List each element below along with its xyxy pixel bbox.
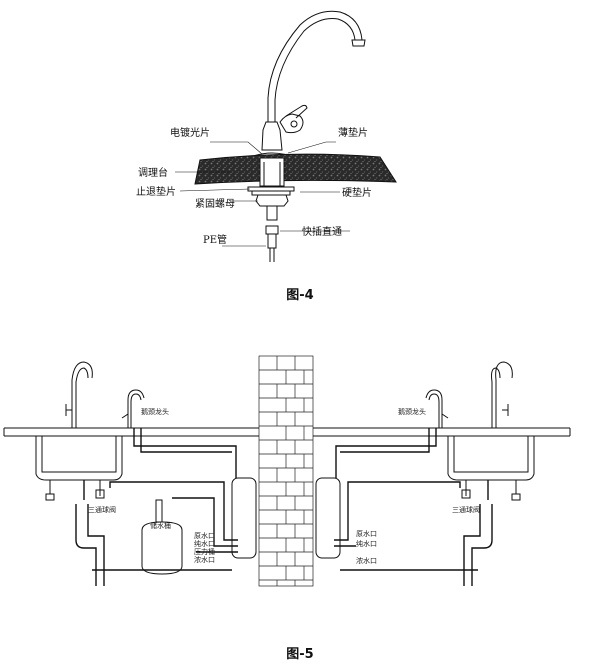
countertop [194, 153, 397, 185]
left-valve-label: 三通球阀 [88, 505, 116, 514]
figure-5: 鹅颈龙头 三通球阀 储水桶 原水口 纯水口 压力桶 浓水口 鹅颈龙头 三通球阀 … [3, 355, 571, 662]
label-quick-connector: 快插直通 [302, 225, 342, 238]
right-gooseneck-faucet [425, 389, 443, 428]
left-port-raw: 原水口 [194, 531, 215, 540]
hard-gasket-shape [251, 190, 291, 196]
figure-4-caption: 图-4 [286, 288, 313, 303]
stop-gasket-shape [247, 186, 295, 192]
right-drain [463, 480, 493, 586]
counter-left [3, 427, 259, 437]
figure-5-caption: 图-5 [286, 647, 313, 662]
right-valve-label: 三通球阀 [452, 505, 480, 514]
right-main-faucet [491, 361, 513, 428]
label-countertop: 调理台 [138, 166, 168, 179]
left-sink [35, 436, 123, 481]
left-port-pure: 纯水口 [194, 539, 215, 548]
label-hard-gasket: 硬垫片 [342, 186, 372, 199]
figure-4: 电镀光片 薄垫片 调理台 止退垫片 硬垫片 紧固螺母 快插直通 PE管 图-4 [136, 10, 397, 303]
connector [265, 225, 279, 235]
left-drain [75, 480, 105, 586]
left-port-pressure: 压力桶 [194, 547, 215, 556]
label-thin-gasket: 薄垫片 [338, 126, 368, 139]
faucet-handle [279, 113, 304, 134]
label-lock-nut: 紧固螺母 [195, 198, 235, 210]
right-port-raw: 原水口 [356, 529, 377, 538]
left-purifier [231, 477, 257, 559]
right-pipe-runs [334, 428, 478, 571]
faucet-body [261, 121, 283, 151]
faucet-spout [267, 10, 363, 122]
counter-right [313, 427, 571, 437]
faucet-spout-inner [274, 18, 356, 122]
right-sink [447, 436, 535, 481]
right-purifier [315, 477, 341, 559]
brick-wall [258, 355, 314, 587]
label-pe-pipe: PE管 [203, 233, 227, 246]
left-port-concentrate: 浓水口 [194, 555, 215, 564]
left-main-faucet [71, 361, 93, 428]
right-port-concentrate: 浓水口 [356, 556, 377, 565]
label-plating: 电镀光片 [170, 126, 210, 139]
label-stop-gasket: 止退垫片 [136, 185, 176, 198]
tank-label: 储水桶 [150, 521, 171, 530]
right-faucet-label: 鹅颈龙头 [398, 407, 426, 416]
right-port-pure: 纯水口 [356, 539, 377, 548]
left-pipe-runs [92, 428, 238, 571]
lock-nut [255, 194, 289, 207]
left-gooseneck-faucet [127, 389, 145, 428]
left-faucet-label: 鹅颈龙头 [141, 407, 169, 416]
storage-tank [141, 499, 183, 575]
